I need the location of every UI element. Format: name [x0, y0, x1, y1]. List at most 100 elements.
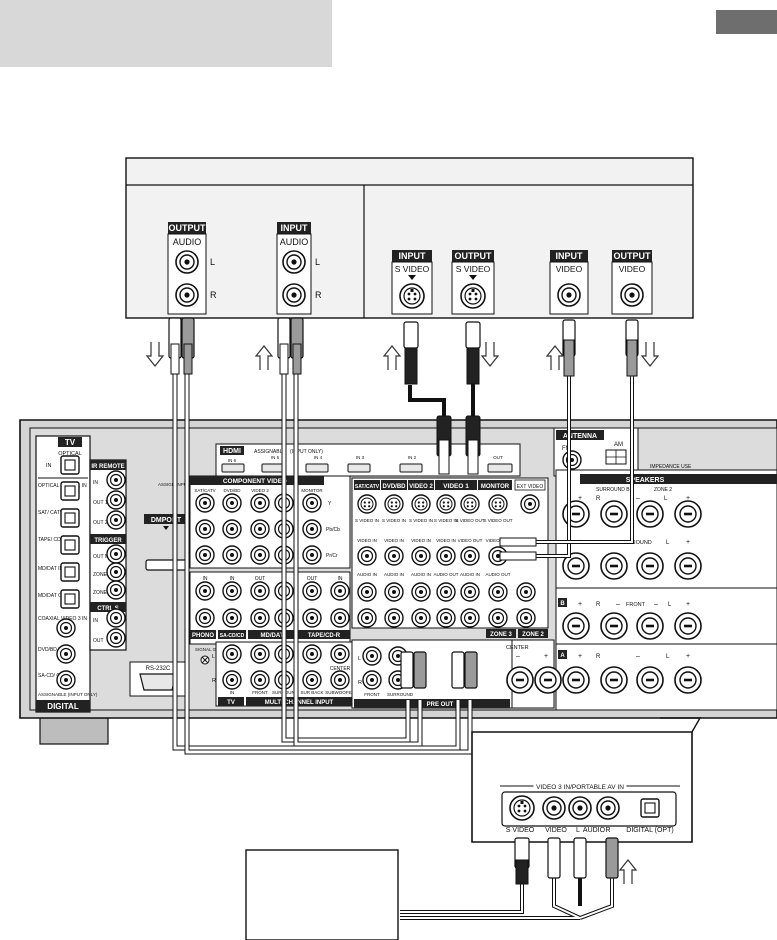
ir-jack-0[interactable]: [106, 470, 126, 490]
component-jack-0-2[interactable]: [250, 493, 270, 513]
audio-output-r-jack[interactable]: [175, 283, 199, 307]
trigger-jack-0[interactable]: [106, 544, 126, 564]
spk-a-1[interactable]: [600, 666, 628, 694]
coaxial-jack-1[interactable]: [56, 644, 76, 664]
optical-jack-0[interactable]: [60, 481, 80, 501]
dmport-connector[interactable]: [145, 559, 189, 571]
audio-jack-0-0[interactable]: [195, 581, 215, 601]
spk-sur-3[interactable]: [674, 552, 702, 580]
video-jack-1[interactable]: [384, 546, 404, 566]
audio-jack-1-0[interactable]: [195, 608, 215, 628]
spk-b-2[interactable]: [636, 612, 664, 640]
front-optical-jack[interactable]: [640, 798, 660, 818]
hdmi-port-4[interactable]: [399, 463, 423, 473]
video-sv-jack-5[interactable]: [488, 494, 508, 514]
spk-b-1[interactable]: [600, 612, 628, 640]
component-jack-0-0[interactable]: [195, 493, 215, 513]
svideo-output-jack[interactable]: [460, 283, 486, 309]
audio-jack-0-4[interactable]: [302, 581, 322, 601]
audio-v-jack-0-4[interactable]: [460, 582, 480, 602]
video-sv-jack-3[interactable]: [436, 494, 456, 514]
audio-v-jack-1-2[interactable]: [411, 608, 431, 628]
mc-jack-0-3[interactable]: [302, 644, 322, 664]
component-jack-2-2[interactable]: [250, 545, 270, 565]
audio-jack-0-5[interactable]: [330, 581, 350, 601]
coaxial-jack-2[interactable]: [56, 670, 76, 690]
component-jack-2-1[interactable]: [222, 545, 242, 565]
spk-sb-3[interactable]: [674, 500, 702, 528]
front-video-jack[interactable]: [542, 796, 566, 820]
video-jack-4[interactable]: [460, 546, 480, 566]
video-sv-jack-1[interactable]: [384, 494, 404, 514]
spk-b-3[interactable]: [674, 612, 702, 640]
audio-v-jack-0-1[interactable]: [384, 582, 404, 602]
video-sv-jack-2[interactable]: [411, 494, 431, 514]
spk-sur-2[interactable]: [636, 552, 664, 580]
spk-sb-1[interactable]: [600, 500, 628, 528]
audio-input-l-jack[interactable]: [282, 250, 306, 274]
component-jack-0-1[interactable]: [222, 493, 242, 513]
spk-a-2[interactable]: [636, 666, 664, 694]
audio-v-jack-0-2[interactable]: [411, 582, 431, 602]
mc-jack-1-1[interactable]: [250, 670, 270, 690]
tv-optical-jack[interactable]: [60, 455, 80, 475]
preout-jack-0-0[interactable]: [362, 646, 382, 666]
video-jack-3[interactable]: [436, 546, 456, 566]
audio-jack-1-2[interactable]: [250, 608, 270, 628]
spk-a-3[interactable]: [674, 666, 702, 694]
spk-center-0[interactable]: [506, 666, 534, 694]
audio-v-jack-1-0[interactable]: [357, 608, 377, 628]
audio-v-jack-1-4[interactable]: [460, 608, 480, 628]
mc-jack-0-1[interactable]: [250, 644, 270, 664]
coaxial-jack-0[interactable]: [56, 618, 76, 638]
audio-v-jack-1-3[interactable]: [436, 608, 456, 628]
front-audio-r-jack[interactable]: [596, 796, 620, 820]
spk-center-1[interactable]: [534, 666, 562, 694]
audio-jack-1-1[interactable]: [222, 608, 242, 628]
audio-v-jack-1-5[interactable]: [488, 608, 508, 628]
rs232c-connector[interactable]: [139, 673, 177, 691]
audio-v-jack-0-3[interactable]: [436, 582, 456, 602]
audio-jack-0-2[interactable]: [250, 581, 270, 601]
spk-sur-1[interactable]: [600, 552, 628, 580]
optical-jack-2[interactable]: [60, 535, 80, 555]
video-input-jack[interactable]: [557, 283, 581, 307]
audio-jack-1-5[interactable]: [330, 608, 350, 628]
mc-jack-1-0[interactable]: [222, 670, 242, 690]
audio-v-jack-1-1[interactable]: [384, 608, 404, 628]
preout-jack-1-0[interactable]: [362, 670, 382, 690]
mc-jack-1-3[interactable]: [302, 670, 322, 690]
video-sv-jack-0[interactable]: [357, 494, 377, 514]
optical-jack-4[interactable]: [60, 589, 80, 609]
spk-sb-0[interactable]: [562, 500, 590, 528]
hdmi-port-2[interactable]: [305, 463, 329, 473]
component-jack-1-2[interactable]: [250, 519, 270, 539]
trigger-jack-2[interactable]: [106, 580, 126, 600]
component-jack-0-4[interactable]: [302, 493, 322, 513]
fm-jack[interactable]: [562, 450, 582, 470]
ext-video-jack[interactable]: [520, 494, 540, 514]
mc-jack-1-4[interactable]: [330, 670, 350, 690]
optical-jack-1[interactable]: [60, 508, 80, 528]
audio-v-jack-0-5[interactable]: [488, 582, 508, 602]
spk-b-0[interactable]: [562, 612, 590, 640]
mc-jack-0-0[interactable]: [222, 644, 242, 664]
hdmi-port-3[interactable]: [347, 463, 371, 473]
audio-output-l-jack[interactable]: [175, 250, 199, 274]
hdmi-port-1[interactable]: [261, 463, 285, 473]
ir-jack-1[interactable]: [106, 490, 126, 510]
front-svideo-jack[interactable]: [509, 795, 535, 821]
component-jack-2-0[interactable]: [195, 545, 215, 565]
ctrl-jack-1[interactable]: [106, 628, 126, 648]
spk-a-0[interactable]: [562, 666, 590, 694]
audio-v-jack-0-0[interactable]: [357, 582, 377, 602]
mc-jack-0-4[interactable]: [330, 644, 350, 664]
component-jack-1-1[interactable]: [222, 519, 242, 539]
audio-jack-1-4[interactable]: [302, 608, 322, 628]
component-jack-2-4[interactable]: [302, 545, 322, 565]
component-jack-1-0[interactable]: [195, 519, 215, 539]
video-output-jack[interactable]: [620, 283, 644, 307]
ctrl-jack-0[interactable]: [106, 608, 126, 628]
hdmi-port-0[interactable]: [221, 463, 245, 473]
hdmi-port-5[interactable]: [487, 463, 513, 473]
